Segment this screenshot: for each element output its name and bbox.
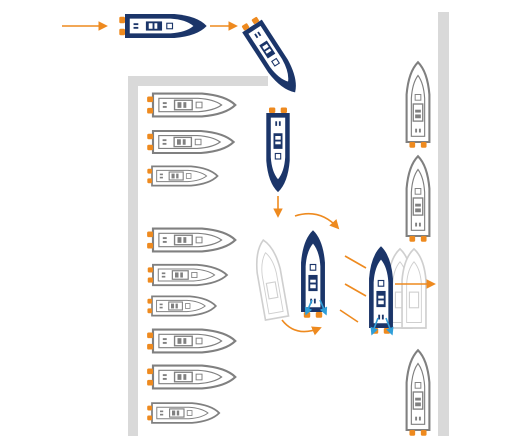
dock-pier-left bbox=[128, 76, 268, 436]
dock-pier-right bbox=[438, 12, 449, 436]
moored-boat bbox=[146, 263, 228, 287]
moored-boat bbox=[146, 402, 221, 424]
thrust-arrows bbox=[304, 299, 394, 336]
ghost-boat bbox=[250, 237, 290, 321]
moored-boat bbox=[146, 364, 237, 390]
moored-boat bbox=[146, 92, 237, 118]
maneuver-boat-step-1 bbox=[118, 13, 208, 39]
moored-boat bbox=[146, 295, 217, 317]
maneuver-boat-step-3 bbox=[265, 106, 291, 193]
maneuver-boat-step-2 bbox=[238, 14, 306, 100]
motion-arrows bbox=[273, 196, 436, 336]
moored-boats-right bbox=[405, 61, 431, 437]
moored-boat bbox=[146, 129, 235, 155]
moored-boat bbox=[146, 328, 237, 354]
moored-boat bbox=[146, 165, 219, 187]
moored-boat bbox=[146, 227, 237, 253]
ghost-boat bbox=[401, 248, 427, 329]
moored-boats-left bbox=[146, 92, 237, 424]
maneuver-boat-step-5 bbox=[368, 245, 394, 335]
moored-boat bbox=[405, 349, 431, 437]
moored-boat bbox=[405, 61, 431, 149]
moored-boat bbox=[405, 155, 431, 243]
